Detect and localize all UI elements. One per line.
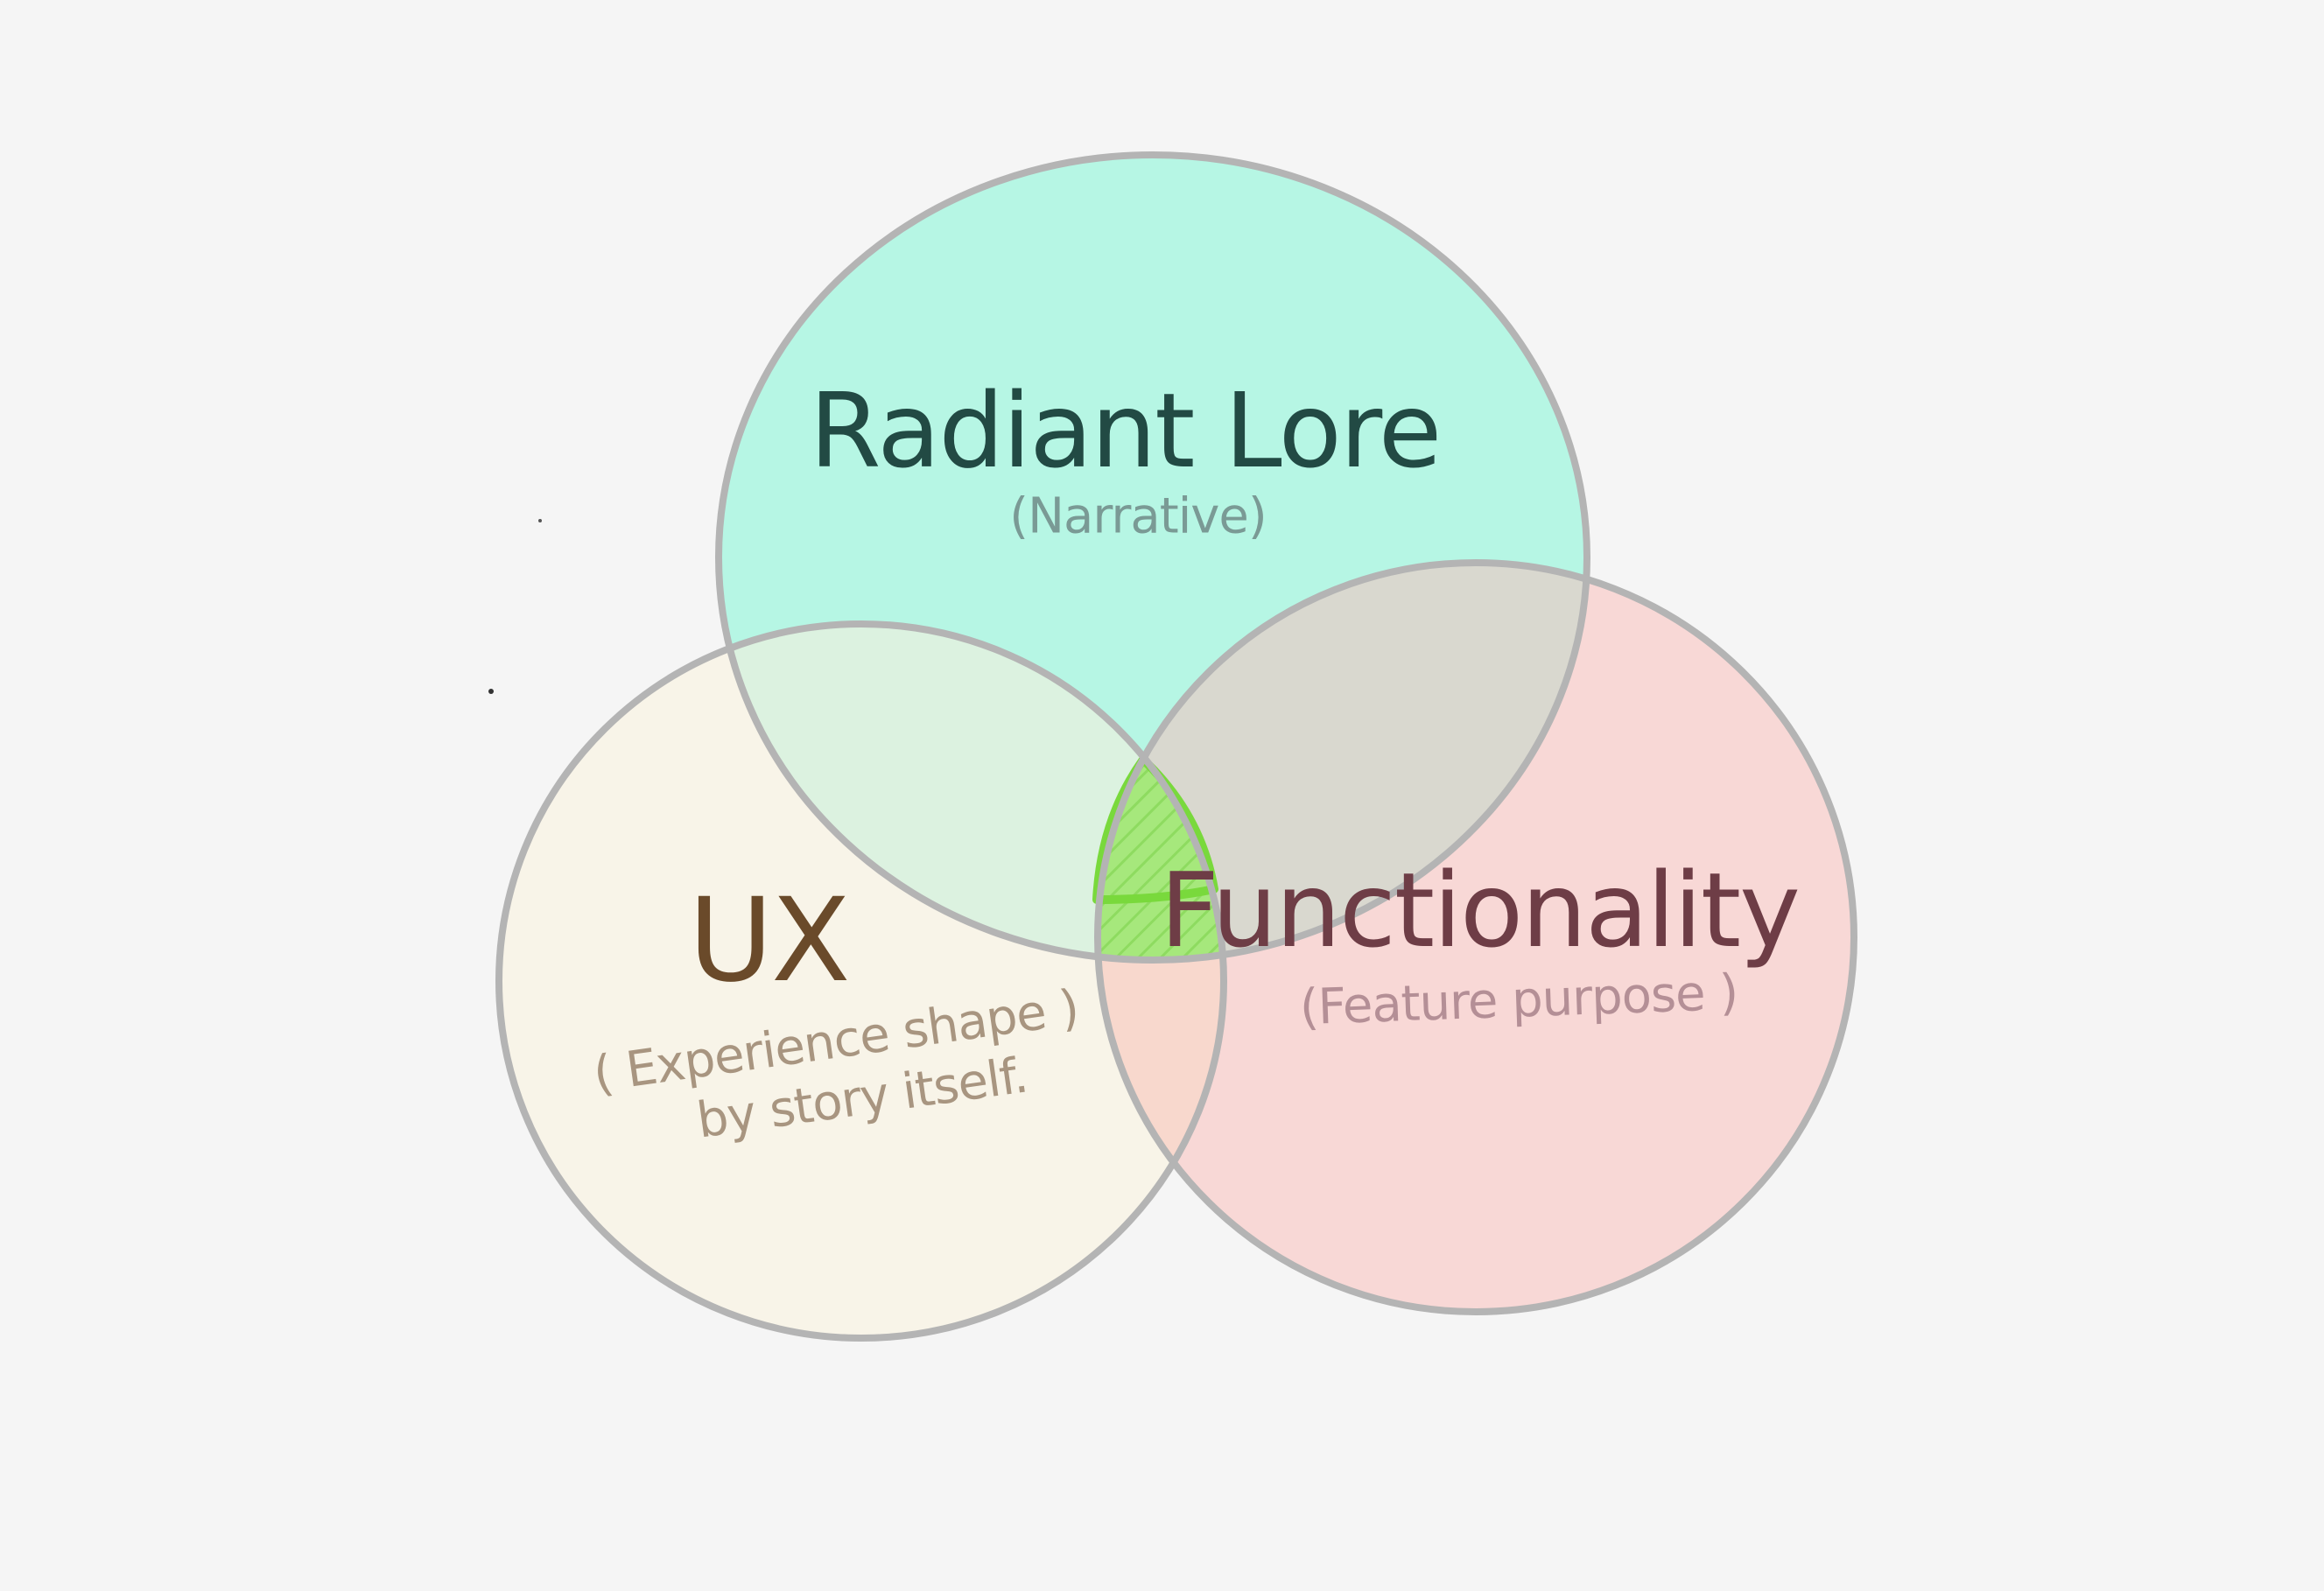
story-subtitle: (Narrative) xyxy=(1009,487,1267,545)
speck-dot xyxy=(538,519,542,522)
speck-dot xyxy=(488,689,494,694)
story-title: Radiant Lore xyxy=(809,370,1443,491)
ux-title: UX xyxy=(688,873,850,1008)
functionality-circle-outline xyxy=(1094,559,1857,1315)
center-intersection-outline xyxy=(1092,755,1218,904)
overlap-story-ux xyxy=(719,624,1224,960)
ux-circle-outline xyxy=(495,620,1227,1342)
story-circle-outline xyxy=(715,151,1590,964)
functionality-title: Functionality xyxy=(1160,850,1801,971)
